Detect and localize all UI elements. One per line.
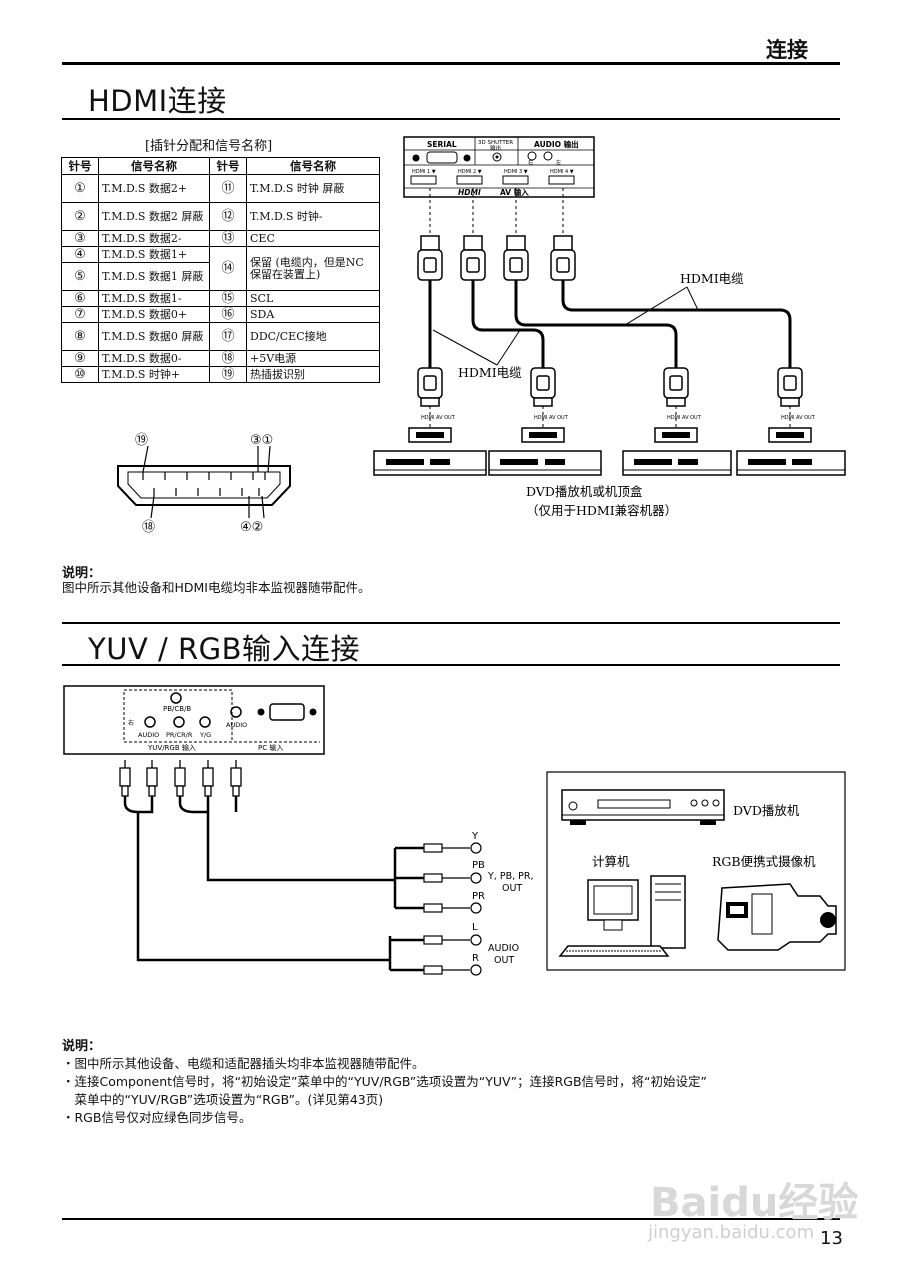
device-port-label: HDMI AV OUT [667,415,702,421]
pin-signal: T.M.D.S 数据1- [98,290,210,307]
rca-plugs-source [423,842,482,976]
hdmi-cables [428,280,792,368]
shutter-label: 3D SHUTTER [478,140,513,146]
panel-pb-label: PB/CB/B [163,705,191,713]
video-out-label: Y, PB, PR, [487,871,533,882]
connector-label-4-2: ④② [240,520,263,535]
hdmi3-port-label: HDMI 3 ▼ [504,169,528,175]
pin-signal: T.M.D.S 数据0 屏蔽 [98,322,210,351]
pin-signal: 热插拔识别 [246,366,380,383]
footer-rule [62,1218,840,1220]
yuv-note-title: 说明： [62,1039,102,1054]
jack-r-label: R [472,953,479,964]
pin-number: ⑧ [61,322,99,351]
panel-audio-label: AUDIO [138,731,159,739]
yuv-note-3: 菜单中的“YUV/RGB”选项设置为“RGB”。(详见第43页) [62,1092,384,1107]
pin-table: 针号 信号名称 针号 信号名称 ① T.M.D.S 数据2+ ⑪ T.M.D.S… [61,157,380,383]
panel-right-label: 右 [128,719,134,727]
pin-signal: T.M.D.S 时钟+ [98,366,210,383]
hdmi-title-rule [62,118,840,120]
section-header: 连接 [766,38,808,62]
jack-l-label: L [472,922,478,933]
yuv-top-rule [62,622,840,624]
port-guide-lines [429,188,791,428]
device-caption-2: （仅用于HDMI兼容机器） [526,503,677,518]
device-caption-1: DVD播放机或机顶盒 [526,484,643,499]
audio-out-label: AUDIO [488,943,519,954]
hdmi-logo: HDMI [458,188,481,197]
device-camera-label: RGB便携式摄像机 [712,854,816,869]
device-dvd-label: DVD播放机 [733,803,800,818]
yuv-note-2: ・连接Component信号时，将“初始设定”菜单中的“YUV/RGB”选项设置… [62,1074,707,1089]
hdmi-plugs-bottom [417,367,803,407]
pin-signal: T.M.D.S 数据2 屏蔽 [98,202,210,231]
hdmi2-port-label: HDMI 2 ▼ [458,169,482,175]
pin-signal: T.M.D.S 数据1+ [98,246,210,263]
panel-yuv-group-label: YUV/RGB 输入 [147,743,196,752]
jack-y-label: Y [471,831,479,842]
source-devices-box [546,771,846,971]
hdmi1-port-label: HDMI 1 ▼ [412,169,436,175]
device-port-label: HDMI AV OUT [781,415,816,421]
connector-label-3-1: ③① [250,433,273,448]
hdmi-cable-label-mid: HDMI电缆 [458,365,522,380]
video-out-label-2: OUT [502,883,522,894]
pin-number: ⑱ [209,350,247,367]
yuv-title-rule [62,664,840,666]
pin-signal: T.M.D.S 数据2- [98,230,210,247]
pin-signal: T.M.D.S 数据1 屏蔽 [98,262,210,291]
dvd-devices: HDMI AV OUT HDMI AV OUT HDMI AV OUT HDMI… [373,415,846,476]
panel-pr-label: PR/CR/R [166,731,193,739]
header-rule [62,62,840,65]
yuv-note-4: ・RGB信号仅对应绿色同步信号。 [62,1110,252,1125]
pin-signal: SCL [246,290,380,307]
pin-table-caption: [插针分配和信号名称] [145,139,273,154]
device-computer-label: 计算机 [592,854,630,869]
rca-plugs-panel [119,760,242,797]
audio-out-label-2: OUT [494,955,514,966]
yuv-note-1: ・图中所示其他设备、电缆和适配器插头均非本监视器随带配件。 [62,1056,425,1071]
pin-number: ⑪ [209,174,247,203]
connector-label-18: ⑱ [142,520,155,535]
pin-number: ① [61,174,99,203]
audio-out-label: AUDIO 输出 [534,139,579,149]
pin-signal: +5V电源 [246,350,380,367]
yuv-cables [123,796,424,972]
shutter-sub-label: 输出 [490,144,501,152]
hdmi-cable-label-right: HDMI电缆 [680,271,744,286]
hdmi4-port-label: HDMI 4 ▼ [550,169,574,175]
hdmi-title: HDMI连接 [88,84,227,118]
monitor-hdmi-panel [403,136,595,198]
audio-left-label: 左 [556,159,561,166]
jack-pb-label: PB [472,860,485,871]
hdmi-note-title: 说明： [62,566,102,581]
hdmi-plugs-top [417,235,576,281]
watermark-url: jingyan.baidu.com [648,1222,815,1243]
pin-signal: T.M.D.S 时钟- [246,202,380,231]
col-header: 针号 [61,157,99,175]
serial-label: SERIAL [427,140,457,149]
panel-pc-group-label: PC 输入 [258,743,283,752]
device-port-label: HDMI AV OUT [534,415,569,421]
yuv-title: YUV / RGB输入连接 [88,632,361,666]
cable-callout-lines [432,286,699,366]
panel-audio2-label: AUDIO [226,721,247,729]
av-input-label: AV 输入 [500,187,529,197]
hdmi-connector-diagram [117,445,291,519]
audio-right-label: 右 [528,159,533,166]
page-number: 13 [820,1228,843,1249]
hdmi-note-text: 图中所示其他设备和HDMI电缆均非本监视器随带配件。 [62,580,371,595]
jack-pr-label: PR [472,891,485,902]
panel-yg-label: Y/G [199,731,211,739]
monitor-yuv-panel [63,685,325,755]
connector-label-19: ⑲ [135,433,148,448]
watermark-logo: Baidu经验 [650,1180,859,1226]
device-port-label: HDMI AV OUT [421,415,456,421]
pin-signal: T.M.D.S 时钟 屏蔽 [246,174,380,203]
